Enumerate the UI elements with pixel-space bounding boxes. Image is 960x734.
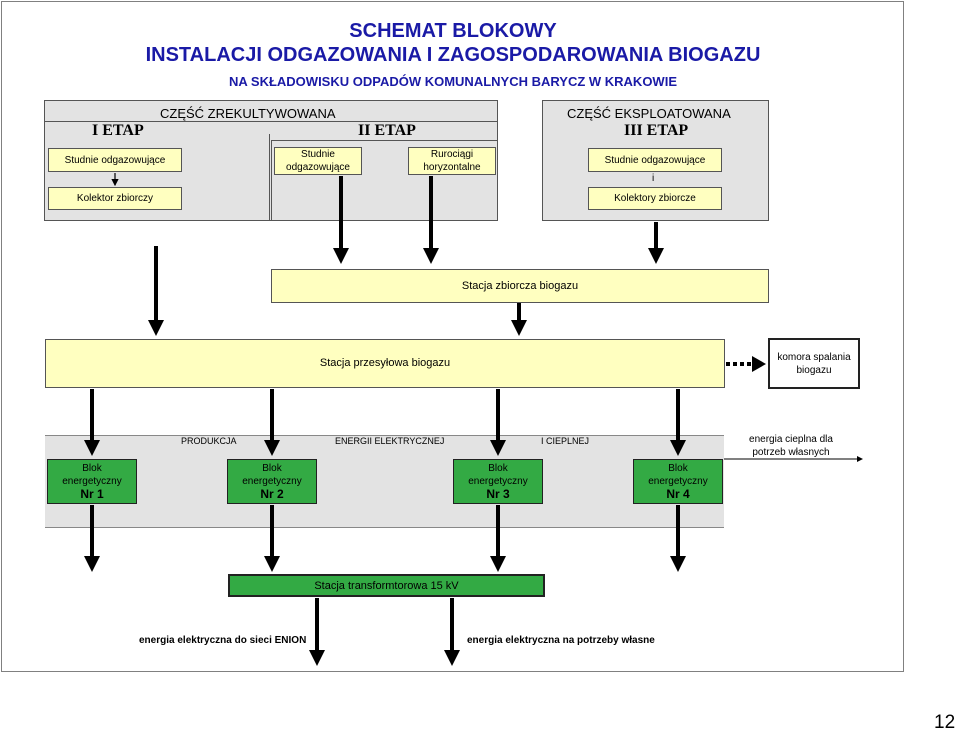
arrow-transfer-to-chamber-head [752,356,766,372]
etap1-collector-box: Kolektor zbiorczy [48,187,182,210]
reclaimed-divider [44,121,497,122]
energy-block-3: Blok energetyczny Nr 3 [453,459,543,504]
etap3-wells-label: Studnie odgazowujące [604,154,706,166]
output-grid-label: energia elektryczna do sieci ENION [139,635,307,646]
production-text-3: I CIEPLNEJ [541,436,590,446]
etap3-collectors-box: Kolektory zbiorcze [588,187,722,210]
etap1-wells-label: Studnie odgazowujące [64,154,166,166]
energy-block-4: Blok energetyczny Nr 4 [633,459,723,504]
reclaimed-heading: CZĘŚĆ ZREKULTYWOWANA [160,106,336,121]
etap1-heading: I ETAP [92,122,144,139]
energy-block-1: Blok energetyczny Nr 1 [47,459,137,504]
operated-heading: CZĘŚĆ EKSPLOATOWANA [567,106,731,121]
etap1-wells-box: Studnie odgazowujące [48,148,182,172]
heat-own-use-label: energia cieplna dla potrzeb własnych [749,434,833,458]
etap2-wells-box: Studnie odgazowujące [274,147,362,175]
energy-block-4-nr: Nr 4 [666,487,690,501]
collection-station-box: Stacja zbiorcza biogazu [271,269,769,303]
energy-block-3-label: Blok energetyczny [468,463,528,487]
production-area [45,435,724,528]
energy-block-2: Blok energetyczny Nr 2 [227,459,317,504]
etap2-pipes-label: Rurociągi horyzontalne [423,149,481,173]
etap2-wells-label: Studnie odgazowujące [286,149,350,173]
combustion-chamber-box: komora spalania biogazu [768,338,860,389]
energy-block-1-nr: Nr 1 [80,487,104,501]
combustion-chamber-label: komora spalania biogazu [777,351,851,376]
etap3-connector-text: i [652,173,655,184]
etap2-pipes-box: Rurociągi horyzontalne [408,147,496,175]
etap1-collector-label: Kolektor zbiorczy [76,193,154,204]
production-text-2: ENERGII ELEKTRYCZNEJ [335,436,445,446]
title-line-3: NA SKŁADOWISKU ODPADÓW KOMUNALNYCH BARYC… [229,74,677,89]
transformer-station-box: Stacja transformtorowa 15 kV [228,574,545,597]
diagram-frame [1,1,904,672]
energy-block-3-nr: Nr 3 [486,487,510,501]
energy-block-2-nr: Nr 2 [260,487,284,501]
transformer-station-label: Stacja transformtorowa 15 kV [314,579,459,592]
energy-block-1-label: Blok energetyczny [62,463,122,487]
title-line-1: SCHEMAT BLOKOWY [349,20,557,42]
transfer-station-label: Stacja przesyłowa biogazu [319,357,451,369]
output-own-label: energia elektryczna na potrzeby własne [467,635,655,646]
etap3-collectors-label: Kolektory zbiorcze [614,193,696,204]
transfer-station-box: Stacja przesyłowa biogazu [45,339,725,388]
etap3-heading: III ETAP [624,122,689,139]
production-text-1: PRODUKCJA [181,436,237,446]
energy-block-4-label: Blok energetyczny [648,463,708,487]
page-number: 12 [934,712,956,733]
energy-block-2-label: Blok energetyczny [242,463,302,487]
title-line-2: INSTALACJI ODGAZOWANIA I ZAGOSPODAROWANI… [145,44,761,66]
etap3-wells-box: Studnie odgazowujące [588,148,722,172]
collection-station-label: Stacja zbiorcza biogazu [461,279,579,292]
etap2-heading: II ETAP [358,122,416,139]
